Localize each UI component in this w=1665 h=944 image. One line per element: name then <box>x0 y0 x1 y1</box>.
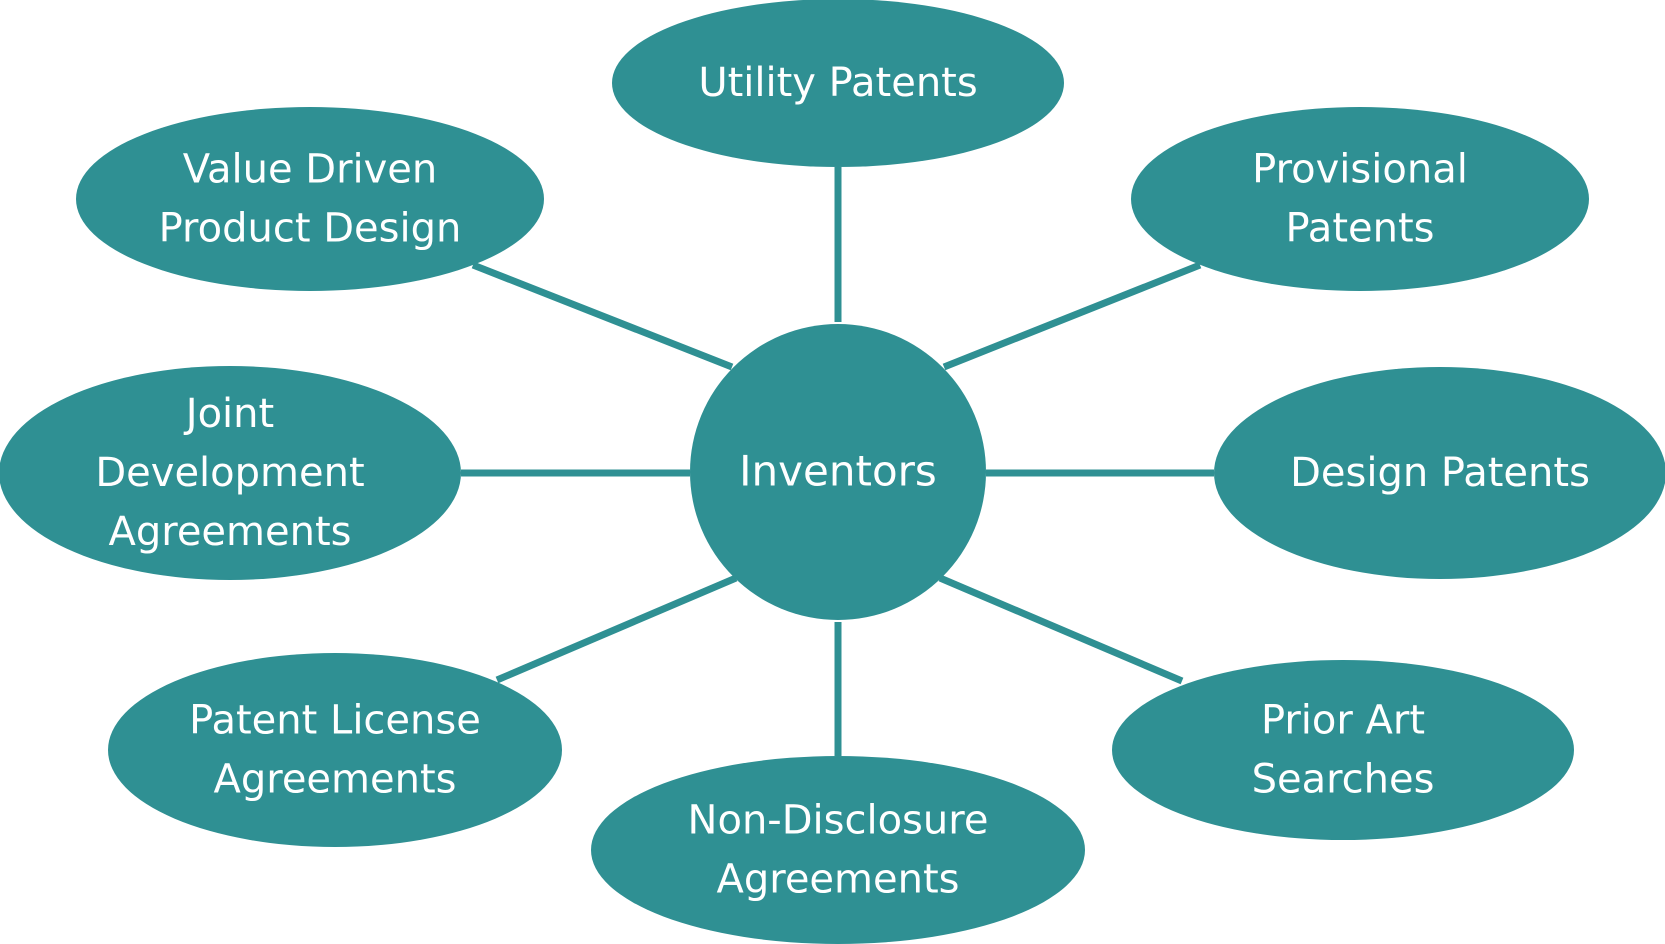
connector-lines <box>461 167 1214 756</box>
label-joint-development-agreements-line-2: Development <box>95 450 364 496</box>
oval-non-disclosure-agreements <box>591 756 1085 944</box>
oval-prior-art-searches <box>1112 660 1574 840</box>
label-patent-license-agreements-line-2: Agreements <box>214 757 457 803</box>
label-design-patents-line-1: Design Patents <box>1290 450 1590 496</box>
oval-utility-patents <box>612 0 1064 167</box>
label-joint-development-agreements-line-1: Joint <box>183 391 274 437</box>
node-design-patents: Design Patents <box>1214 367 1665 579</box>
label-value-driven-product-design-line-1: Value Driven <box>183 147 438 193</box>
center-circle <box>690 324 986 620</box>
label-utility-patents-line-1: Utility Patents <box>698 60 977 106</box>
connector-provisional-patents <box>942 261 1202 371</box>
label-prior-art-searches-line-2: Searches <box>1252 757 1435 803</box>
label-provisional-patents-line-1: Provisional <box>1252 147 1468 193</box>
label-joint-development-agreements-line-3: Agreements <box>109 509 352 555</box>
connector-patent-license-agreements <box>495 574 738 684</box>
connector-prior-art-searches <box>938 574 1184 685</box>
label-non-disclosure-agreements-line-1: Non-Disclosure <box>688 798 989 844</box>
label-non-disclosure-agreements-line-2: Agreements <box>717 857 960 903</box>
label-value-driven-product-design-line-2: Product Design <box>159 206 462 252</box>
oval-patent-license-agreements <box>108 653 562 847</box>
label-provisional-patents-line-2: Patents <box>1285 206 1434 252</box>
label-prior-art-searches-line-1: Prior Art <box>1261 698 1425 744</box>
node-utility-patents: Utility Patents <box>612 0 1064 167</box>
oval-value-driven-product-design <box>76 107 544 291</box>
label-patent-license-agreements-line-1: Patent License <box>189 698 481 744</box>
center-label: Inventors <box>739 447 937 496</box>
oval-design-patents <box>1214 367 1665 579</box>
oval-joint-development-agreements <box>0 366 461 580</box>
oval-provisional-patents <box>1131 107 1589 291</box>
center-node: Inventors <box>690 324 986 620</box>
connector-value-driven-product-design <box>471 261 734 371</box>
